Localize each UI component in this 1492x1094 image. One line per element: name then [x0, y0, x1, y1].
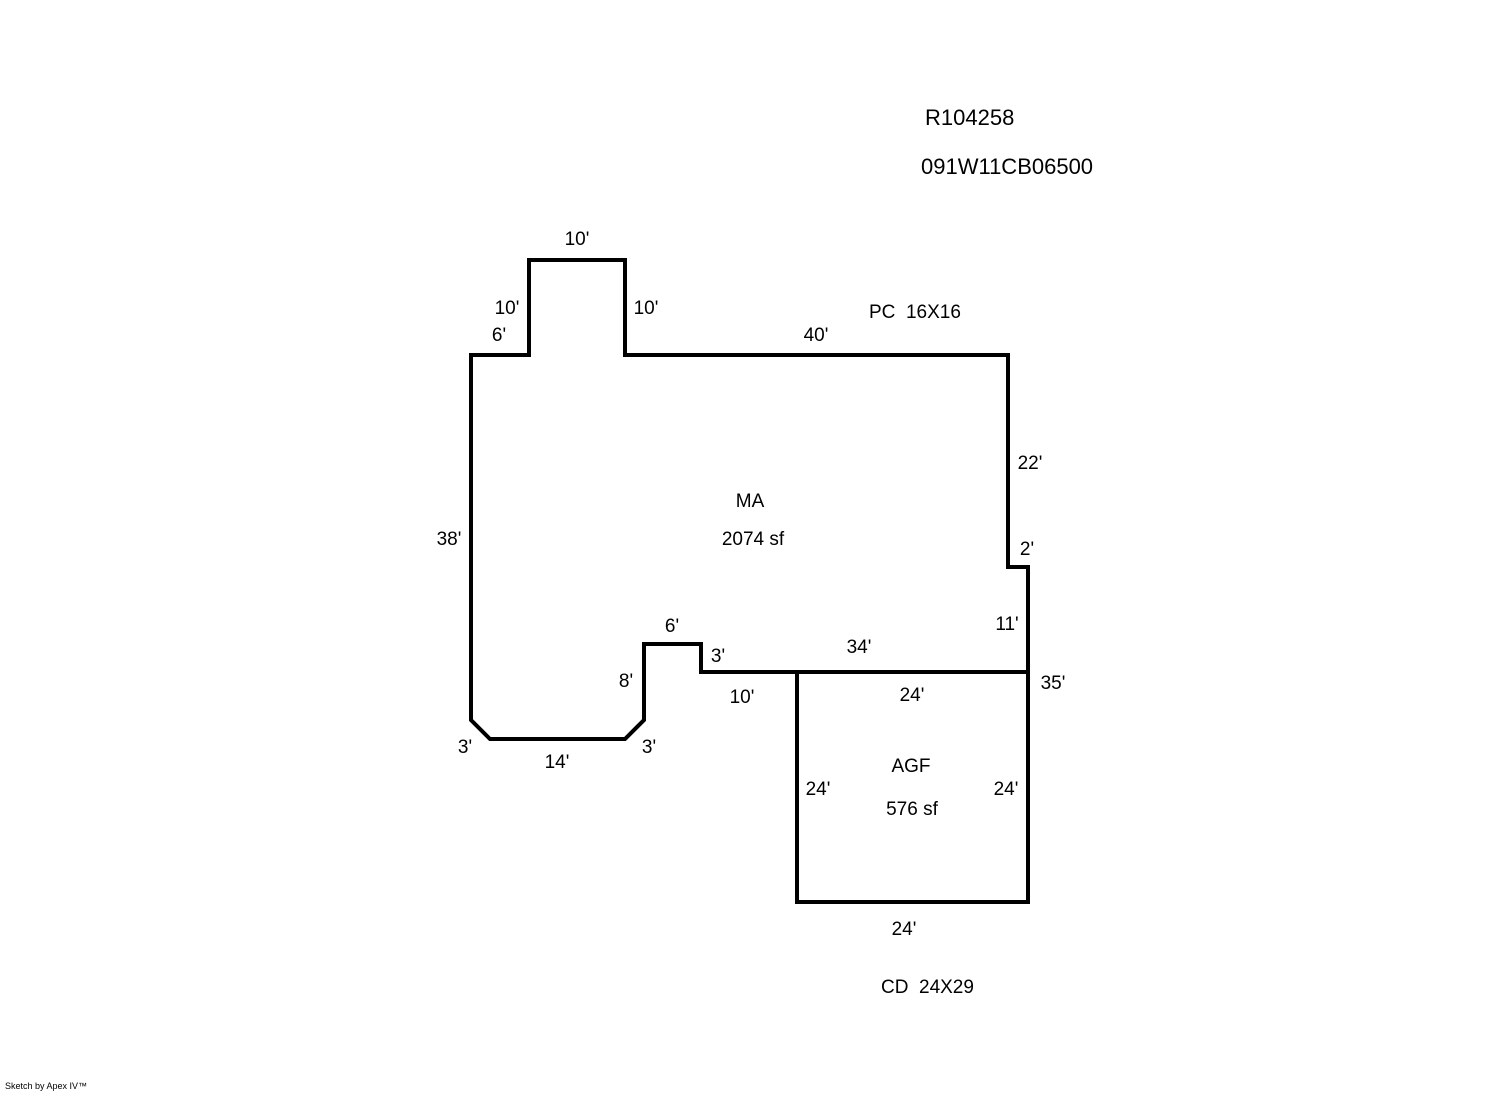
- main-area-code: MA: [736, 491, 765, 512]
- garage-outline: [795, 670, 1030, 904]
- sketch-credit: Sketch by Apex IV™: [5, 1081, 88, 1091]
- dim-bump-right: 10': [634, 298, 659, 319]
- dim-notch-top: 6': [665, 616, 679, 637]
- dim-bottom-mid: 10': [730, 687, 755, 708]
- dim-notch-side: 8': [619, 671, 633, 692]
- deck-note: CD 24X29: [881, 977, 974, 998]
- dim-right-upper: 22': [1018, 453, 1043, 474]
- dim-chamfer-right: 3': [642, 737, 656, 758]
- dim-notch-drop: 3': [711, 646, 725, 667]
- dim-chamfer-left: 3': [458, 737, 472, 758]
- dim-right-lower: 11': [995, 614, 1018, 635]
- dim-garage-right: 24': [994, 779, 1019, 800]
- parcel-number: 091W11CB06500: [921, 154, 1093, 179]
- dim-right-jog: 2': [1020, 539, 1034, 560]
- porch-note: PC 16X16: [869, 302, 961, 323]
- dim-bump-left: 10': [495, 298, 520, 319]
- dim-bottom-left: 14': [545, 752, 570, 773]
- dim-garage-bottom: 24': [892, 919, 917, 940]
- dim-bump-top: 10': [565, 229, 590, 250]
- dim-garage-left: 24': [806, 779, 831, 800]
- main-area-size: 2074 sf: [722, 529, 785, 550]
- garage-area-size: 576 sf: [886, 799, 938, 820]
- dim-left: 38': [437, 529, 462, 550]
- dim-overall-right: 35': [1041, 673, 1066, 694]
- dim-top-left: 6': [492, 325, 506, 346]
- dim-top-right: 40': [804, 325, 829, 346]
- dim-garage-top: 24': [900, 685, 925, 706]
- record-id: R104258: [925, 105, 1014, 130]
- garage-area-code: AGF: [891, 756, 930, 777]
- dim-bottom-right: 34': [847, 637, 872, 658]
